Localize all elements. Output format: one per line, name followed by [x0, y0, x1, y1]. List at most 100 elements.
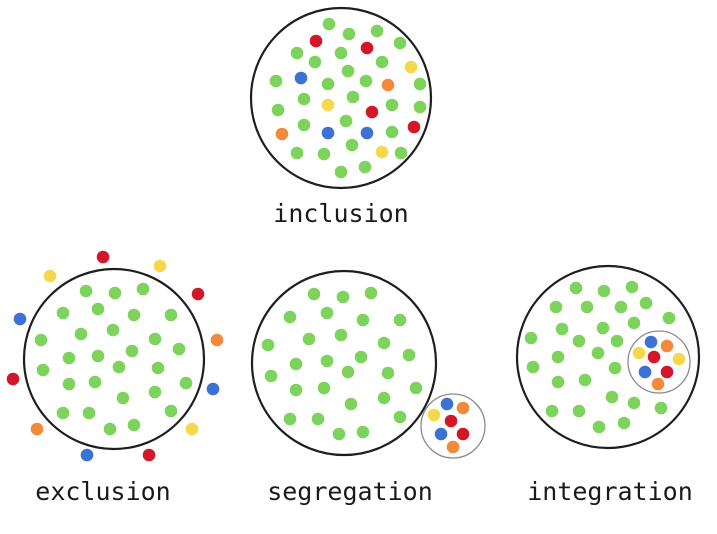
green-dot: [62, 351, 76, 365]
green-dot: [654, 401, 668, 415]
green-dot: [359, 74, 373, 88]
green-dot: [317, 147, 331, 161]
green-dot: [580, 300, 594, 314]
green-dot: [308, 55, 322, 69]
green-dot: [320, 306, 334, 320]
green-dot: [413, 77, 427, 91]
green-dot: [356, 313, 370, 327]
green-dot: [555, 322, 569, 336]
blue-dot: [360, 126, 374, 140]
segregation-panel: segregation: [250, 269, 486, 506]
green-dot: [106, 323, 120, 337]
yellow-dot: [427, 408, 441, 422]
blue-dot: [434, 427, 448, 441]
yellow-dot: [153, 259, 167, 273]
integration-circle: [515, 264, 701, 450]
green-dot: [334, 165, 348, 179]
red-dot: [360, 41, 374, 55]
green-dot: [297, 92, 311, 106]
exclusion-circle: [22, 267, 206, 451]
green-dot: [290, 146, 304, 160]
green-dot: [179, 376, 193, 390]
green-dot: [610, 334, 624, 348]
integration-label: integration: [527, 477, 693, 506]
green-dot: [402, 348, 416, 362]
exclusion-label: exclusion: [35, 477, 170, 506]
segregation-group-circle: [420, 393, 486, 459]
orange-dot: [381, 78, 395, 92]
green-dot: [377, 336, 391, 350]
segregation-circle: [250, 269, 438, 457]
green-dot: [524, 331, 538, 345]
green-dot: [269, 74, 283, 88]
exclusion-panel: exclusion: [6, 250, 224, 506]
orange-dot: [446, 440, 460, 454]
green-dot: [377, 391, 391, 405]
green-dot: [608, 361, 622, 375]
yellow-dot: [321, 98, 335, 112]
green-dot: [551, 350, 565, 364]
green-dot: [311, 412, 325, 426]
green-dot: [151, 361, 165, 375]
green-dot: [74, 327, 88, 341]
green-dot: [88, 375, 102, 389]
blue-dot: [321, 126, 335, 140]
green-dot: [283, 412, 297, 426]
green-dot: [339, 114, 353, 128]
green-dot: [617, 416, 631, 430]
green-dot: [289, 383, 303, 397]
green-dot: [264, 369, 278, 383]
green-dot: [545, 404, 559, 418]
green-dot: [413, 100, 427, 114]
green-dot: [341, 64, 355, 78]
green-dot: [334, 46, 348, 60]
yellow-dot: [632, 346, 646, 360]
green-dot: [385, 125, 399, 139]
green-dot: [346, 90, 360, 104]
green-dot: [393, 410, 407, 424]
green-dot: [336, 290, 350, 304]
green-dot: [385, 98, 399, 112]
green-dot: [164, 308, 178, 322]
inclusion-panel: inclusion: [249, 6, 433, 228]
green-dot: [91, 349, 105, 363]
green-dot: [375, 55, 389, 69]
green-dot: [578, 373, 592, 387]
red-dot: [660, 365, 674, 379]
inclusion-label: inclusion: [273, 199, 408, 228]
green-dot: [572, 404, 586, 418]
red-dot: [309, 34, 323, 48]
green-dot: [307, 287, 321, 301]
red-dot: [6, 372, 20, 386]
green-dot: [569, 281, 583, 295]
green-dot: [283, 310, 297, 324]
green-dot: [393, 313, 407, 327]
green-dot: [591, 346, 605, 360]
integration-panel: integration: [515, 264, 701, 506]
red-dot: [407, 120, 421, 134]
green-dot: [82, 406, 96, 420]
blue-dot: [440, 397, 454, 411]
green-dot: [605, 390, 619, 404]
green-dot: [136, 282, 150, 296]
green-dot: [409, 381, 423, 395]
green-dot: [34, 333, 48, 347]
green-dot: [289, 357, 303, 371]
green-dot: [320, 354, 334, 368]
green-dot: [148, 332, 162, 346]
red-dot: [444, 414, 458, 428]
red-dot: [365, 105, 379, 119]
green-dot: [317, 381, 331, 395]
green-dot: [322, 17, 336, 31]
yellow-dot: [375, 145, 389, 159]
integration-group-circle: [627, 330, 691, 394]
green-dot: [56, 406, 70, 420]
orange-dot: [456, 401, 470, 415]
blue-dot: [638, 365, 652, 379]
green-dot: [549, 300, 563, 314]
blue-dot: [206, 382, 220, 396]
green-dot: [36, 363, 50, 377]
blue-dot: [294, 71, 308, 85]
green-dot: [321, 77, 335, 91]
